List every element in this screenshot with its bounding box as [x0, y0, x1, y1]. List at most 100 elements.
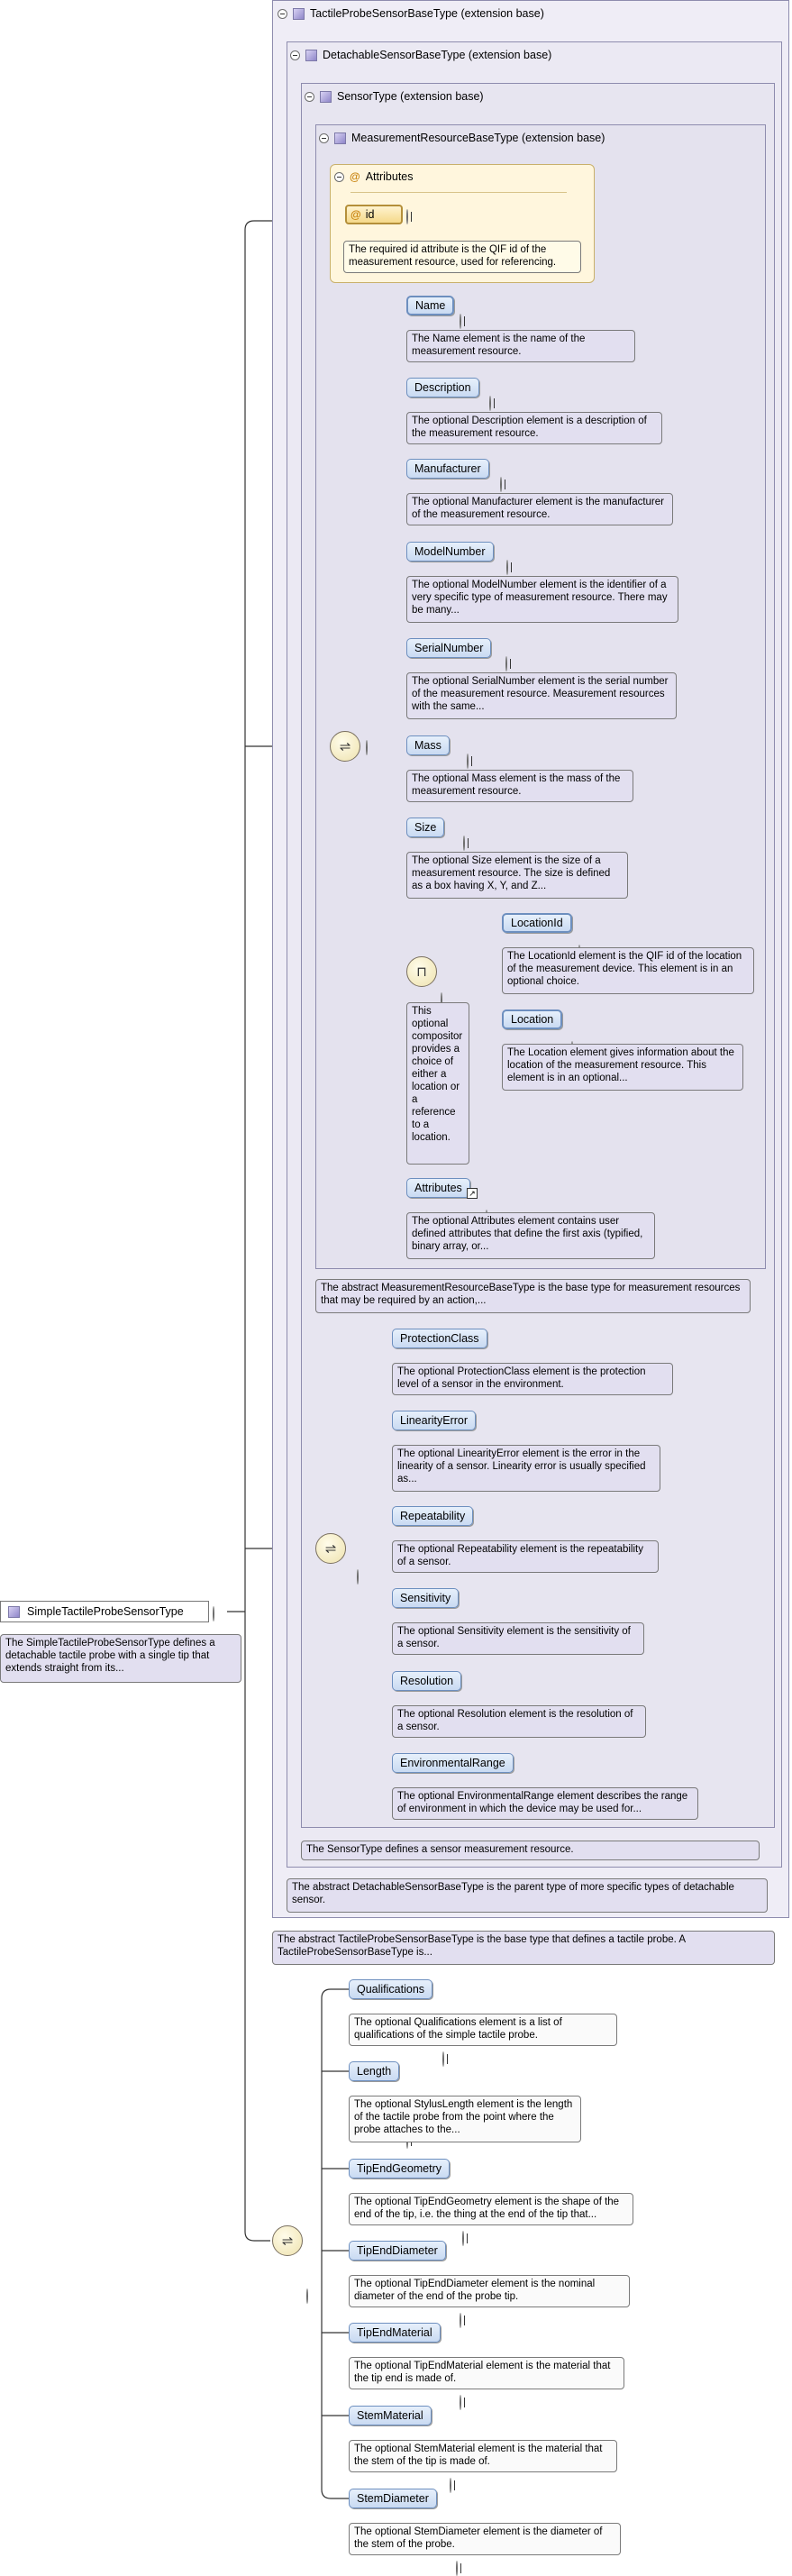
- sequence-compositor-sensor[interactable]: ⇌: [315, 1533, 346, 1564]
- collapse-toggle-detachable[interactable]: [290, 50, 300, 60]
- attributes-group: @ Attributes @ id The required id attrib…: [330, 164, 595, 283]
- attributes-group-title: Attributes: [365, 170, 414, 183]
- sequence-compositor-measurement[interactable]: ⇌: [330, 731, 360, 762]
- complex-type-icon: [334, 132, 346, 144]
- collapse-toggle-root[interactable]: [213, 1606, 214, 1621]
- measurement-extension-header: MeasurementResourceBaseType (extension b…: [319, 132, 605, 144]
- note-locationid: The LocationId element is the QIF id of …: [502, 947, 754, 994]
- tactile-extension-title: TactileProbeSensorBaseType (extension ba…: [310, 7, 544, 20]
- element-size[interactable]: Size: [406, 818, 445, 837]
- note-tipendmaterial: The optional TipEndMaterial element is t…: [349, 2357, 624, 2389]
- root-type-box[interactable]: SimpleTactileProbeSensorType: [0, 1601, 209, 1622]
- note-stemmaterial: The optional StemMaterial element is the…: [349, 2440, 617, 2472]
- probe-elements: Qualifications The optional Qualificatio…: [0, 68, 792, 2576]
- note-repeatability: The optional Repeatability element is th…: [392, 1540, 659, 1573]
- expand-toggle-serialnumber[interactable]: [505, 656, 507, 671]
- element-attributes[interactable]: Attributes: [406, 1178, 470, 1198]
- note-stemdiameter: The optional StemDiameter element is the…: [349, 2523, 621, 2555]
- complex-type-icon: [305, 49, 317, 61]
- expand-toggle-attribute-id[interactable]: [406, 209, 408, 224]
- detachable-extension-note: The abstract DetachableSensorBaseType is…: [287, 1878, 768, 1913]
- complex-type-icon: [293, 7, 305, 20]
- element-description[interactable]: Description: [406, 378, 479, 397]
- expand-toggle-manufacturer[interactable]: [500, 477, 502, 492]
- note-location: The Location element gives information a…: [502, 1044, 743, 1091]
- note-length: The optional StylusLength element is the…: [349, 2096, 581, 2142]
- expand-toggle-tipendgeometry[interactable]: [462, 2231, 464, 2246]
- element-modelnumber[interactable]: ModelNumber: [406, 542, 494, 562]
- sensor-extension-note: The SensorType defines a sensor measurem…: [301, 1841, 760, 1860]
- expand-toggle-description[interactable]: [489, 396, 491, 411]
- attribute-id-label: id: [365, 208, 375, 221]
- expand-toggle-size[interactable]: [463, 836, 465, 851]
- element-name[interactable]: Name: [406, 296, 455, 315]
- expand-toggle-stemmaterial[interactable]: [450, 2478, 451, 2493]
- complex-type-icon: [320, 90, 332, 103]
- collapse-toggle-choice[interactable]: [441, 992, 442, 1008]
- element-locationid[interactable]: LocationId: [502, 913, 572, 933]
- element-tipenddiameter[interactable]: TipEndDiameter: [349, 2241, 446, 2261]
- measurement-extension-title: MeasurementResourceBaseType (extension b…: [351, 132, 605, 144]
- attribute-at-icon: @: [350, 208, 361, 221]
- note-size: The optional Size element is the size of…: [406, 852, 628, 899]
- collapse-toggle-attributes[interactable]: [334, 171, 344, 182]
- expand-toggle-tipendmaterial[interactable]: [460, 2395, 461, 2410]
- attributes-divider: [350, 192, 567, 193]
- element-environmentalrange[interactable]: EnvironmentalRange: [392, 1753, 514, 1773]
- element-location[interactable]: Location: [502, 1009, 563, 1029]
- note-tipenddiameter: The optional TipEndDiameter element is t…: [349, 2275, 630, 2307]
- attribute-at-icon: @: [350, 170, 360, 183]
- collapse-toggle-tactile[interactable]: [278, 8, 287, 19]
- element-serialnumber[interactable]: SerialNumber: [406, 638, 492, 658]
- note-description: The optional Description element is a de…: [406, 412, 662, 444]
- note-modelnumber: The optional ModelNumber element is the …: [406, 576, 678, 623]
- detachable-extension-header: DetachableSensorBaseType (extension base…: [290, 49, 551, 61]
- element-sensitivity[interactable]: Sensitivity: [392, 1588, 460, 1608]
- element-length[interactable]: Length: [349, 2061, 400, 2081]
- element-qualifications[interactable]: Qualifications: [349, 1979, 433, 1999]
- note-sensitivity: The optional Sensitivity element is the …: [392, 1622, 644, 1655]
- sensor-extension-title: SensorType (extension base): [337, 90, 484, 103]
- element-protectionclass[interactable]: ProtectionClass: [392, 1329, 487, 1348]
- collapse-toggle-probe-sequence[interactable]: [306, 2288, 308, 2304]
- collapse-toggle-sensor-sequence[interactable]: [357, 1569, 359, 1585]
- choice-note: This optional compositor provides a choi…: [406, 1002, 469, 1165]
- element-stemmaterial[interactable]: StemMaterial: [349, 2406, 432, 2425]
- sequence-compositor-probe[interactable]: ⇌: [272, 2225, 303, 2256]
- note-resolution: The optional Resolution element is the r…: [392, 1705, 646, 1738]
- expand-toggle-qualifications[interactable]: [442, 2051, 444, 2067]
- choice-compositor[interactable]: ⊓: [406, 956, 437, 987]
- tactile-extension-note: The abstract TactileProbeSensorBaseType …: [272, 1931, 775, 1965]
- expand-toggle-mass[interactable]: [467, 754, 469, 769]
- measurement-elements: Name The Name element is the name of the…: [0, 14, 792, 899]
- expand-toggle-modelnumber[interactable]: [506, 560, 508, 575]
- element-tipendgeometry[interactable]: TipEndGeometry: [349, 2159, 451, 2179]
- sensor-extension-header: SensorType (extension base): [305, 90, 484, 103]
- element-linearityerror[interactable]: LinearityError: [392, 1411, 477, 1430]
- note-attributes-element: The optional Attributes element contains…: [406, 1212, 655, 1259]
- element-stemdiameter[interactable]: StemDiameter: [349, 2489, 437, 2508]
- note-mass: The optional Mass element is the mass of…: [406, 770, 633, 802]
- collapse-toggle-measurement[interactable]: [319, 132, 329, 143]
- collapse-toggle-sensor[interactable]: [305, 91, 314, 102]
- note-protectionclass: The optional ProtectionClass element is …: [392, 1363, 673, 1395]
- element-mass[interactable]: Mass: [406, 735, 450, 755]
- note-name: The Name element is the name of the meas…: [406, 330, 635, 362]
- element-resolution[interactable]: Resolution: [392, 1671, 462, 1691]
- element-manufacturer[interactable]: Manufacturer: [406, 459, 489, 479]
- tactile-probe-extension-header: TactileProbeSensorBaseType (extension ba…: [278, 7, 544, 20]
- element-tipendmaterial[interactable]: TipEndMaterial: [349, 2323, 441, 2343]
- expand-toggle-name[interactable]: [460, 314, 461, 329]
- measurement-extension-note: The abstract MeasurementResourceBaseType…: [315, 1279, 751, 1313]
- note-serialnumber: The optional SerialNumber element is the…: [406, 672, 677, 719]
- note-manufacturer: The optional Manufacturer element is the…: [406, 493, 673, 525]
- note-qualifications: The optional Qualifications element is a…: [349, 2014, 617, 2046]
- collapse-toggle-measurement-sequence[interactable]: [366, 740, 368, 755]
- note-linearityerror: The optional LinearityError element is t…: [392, 1445, 660, 1492]
- expand-toggle-stemdiameter[interactable]: [456, 2561, 458, 2576]
- element-repeatability[interactable]: Repeatability: [392, 1506, 474, 1526]
- attribute-id[interactable]: @ id: [345, 205, 403, 224]
- expand-toggle-tipenddiameter[interactable]: [460, 2313, 461, 2328]
- note-environmentalrange: The optional EnvironmentalRange element …: [392, 1787, 698, 1820]
- note-tipendgeometry: The optional TipEndGeometry element is t…: [349, 2193, 633, 2225]
